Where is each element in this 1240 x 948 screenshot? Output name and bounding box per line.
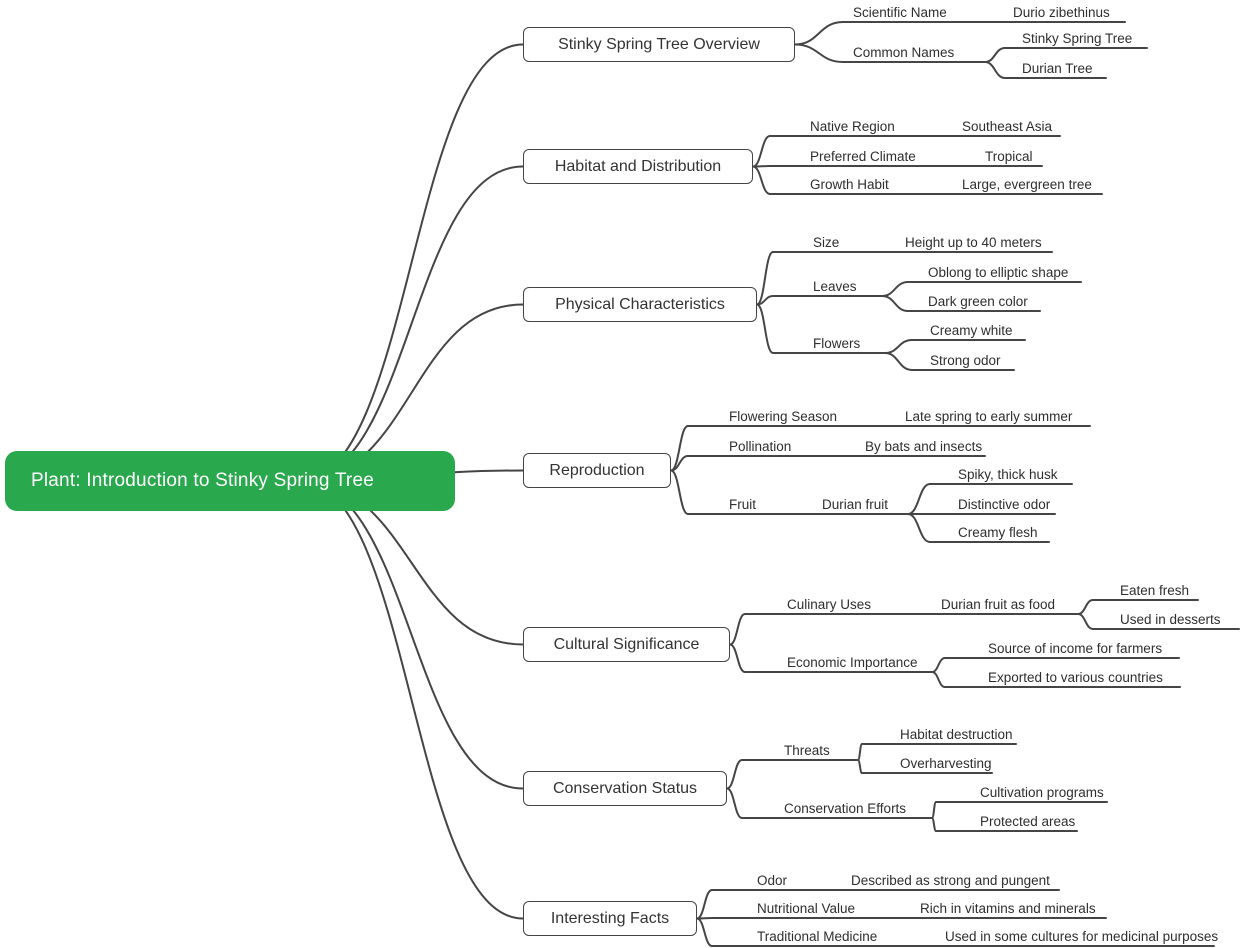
mindmap-node-label[interactable]: Exported to various countries: [988, 670, 1163, 685]
mindmap-node-label[interactable]: Overharvesting: [900, 756, 992, 771]
mindmap-node-label[interactable]: Durian fruit: [822, 497, 889, 512]
mindmap-node-label[interactable]: By bats and insects: [865, 439, 983, 454]
connector-path: [756, 251, 774, 306]
mindmap-node-label[interactable]: Flowers: [813, 336, 861, 351]
mindmap-node-label[interactable]: Cultivation programs: [980, 785, 1104, 800]
mindmap-node-label[interactable]: Rich in vitamins and minerals: [920, 901, 1096, 916]
connector-path: [756, 303, 774, 354]
branch-node[interactable]: Cultural Significance: [523, 627, 730, 662]
mindmap-node-label[interactable]: Pollination: [729, 439, 792, 454]
mindmap-node-label[interactable]: Leaves: [813, 279, 857, 294]
mindmap-node-label[interactable]: Creamy flesh: [958, 525, 1038, 540]
mindmap-node-label[interactable]: Protected areas: [980, 814, 1076, 829]
mindmap-node-label[interactable]: Spiky, thick husk: [958, 467, 1058, 482]
connector-path: [881, 295, 909, 312]
mindmap-node-label[interactable]: Odor: [757, 873, 788, 888]
mindmap-node-label[interactable]: Growth Habit: [810, 177, 889, 192]
mindmap-node-label[interactable]: Preferred Climate: [810, 149, 916, 164]
mindmap-node-label[interactable]: Culinary Uses: [787, 597, 872, 612]
mindmap-node-label[interactable]: Native Region: [810, 119, 895, 134]
mindmap-node-label[interactable]: Tropical: [985, 149, 1033, 164]
connector-path: [729, 613, 746, 646]
root-node[interactable]: Plant: Introduction to Stinky Spring Tre…: [5, 451, 455, 511]
mindmap-node-label[interactable]: Scientific Name: [853, 5, 947, 20]
mindmap-node-label[interactable]: Size: [813, 235, 840, 250]
mindmap-node-label[interactable]: Traditional Medicine: [757, 929, 878, 944]
connector-path: [794, 21, 844, 46]
mindmap-node-label[interactable]: Habitat destruction: [900, 727, 1013, 742]
branch-node[interactable]: Habitat and Distribution: [523, 149, 753, 184]
branch-node[interactable]: Stinky Spring Tree Overview: [523, 27, 795, 62]
mindmap-node-label[interactable]: Conservation Efforts: [784, 801, 907, 816]
connector-path: [931, 671, 946, 688]
connector-path: [729, 643, 746, 673]
branch-node[interactable]: Conservation Status: [523, 771, 727, 806]
mindmap-node-label[interactable]: Distinctive odor: [958, 497, 1051, 512]
mindmap-node-label[interactable]: Threats: [784, 743, 830, 758]
connector-path: [752, 165, 771, 195]
mindmap-node-label[interactable]: Used in some cultures for medicinal purp…: [945, 929, 1219, 944]
connector-path: [696, 917, 713, 947]
mindmap-node-label[interactable]: Durian Tree: [1022, 61, 1093, 76]
mindmap-node-label[interactable]: Eaten fresh: [1120, 583, 1190, 598]
connector-path: [984, 61, 1006, 79]
mindmap-node-label[interactable]: Flowering Season: [729, 409, 838, 424]
mindmap-node-label[interactable]: Late spring to early summer: [905, 409, 1073, 424]
connector-path: [726, 787, 743, 819]
mindmap-node-label[interactable]: Strong odor: [930, 353, 1001, 368]
mindmap-node-label[interactable]: Source of income for farmers: [988, 641, 1163, 656]
connector-path: [884, 352, 913, 371]
mindmap-node-label[interactable]: Oblong to elliptic shape: [928, 265, 1069, 280]
root-label: Plant: Introduction to Stinky Spring Tre…: [31, 470, 374, 491]
connector-path: [1077, 613, 1094, 630]
mindmap-node-label[interactable]: Fruit: [729, 497, 756, 512]
branch-node[interactable]: Interesting Facts: [523, 901, 697, 936]
mindmap-node-label[interactable]: Used in desserts: [1120, 612, 1221, 627]
mindmap-node-label[interactable]: Southeast Asia: [962, 119, 1053, 134]
mindmap-node-label[interactable]: Described as strong and pungent: [851, 873, 1050, 888]
connector-path: [726, 759, 743, 790]
mindmap-node-label[interactable]: Durian fruit as food: [941, 597, 1056, 612]
mindmap-node-label[interactable]: Nutritional Value: [757, 901, 856, 916]
mindmap-node-label[interactable]: Durio zibethinus: [1013, 5, 1110, 20]
connector-path: [907, 513, 931, 543]
connector-path: [670, 469, 689, 515]
mindmap-node-label[interactable]: Common Names: [853, 45, 955, 60]
branch-node[interactable]: Physical Characteristics: [523, 287, 757, 322]
mindmap-node-label[interactable]: Creamy white: [930, 323, 1013, 338]
connector-path: [794, 43, 844, 63]
mindmap-node-label[interactable]: Dark green color: [928, 294, 1028, 309]
mindmap-node-label[interactable]: Large, evergreen tree: [962, 177, 1092, 192]
mindmap-node-label[interactable]: Stinky Spring Tree: [1022, 31, 1133, 46]
mindmap-node-label[interactable]: Economic Importance: [787, 655, 918, 670]
branch-node[interactable]: Reproduction: [523, 453, 671, 488]
mindmap-node-label[interactable]: Height up to 40 meters: [905, 235, 1042, 250]
